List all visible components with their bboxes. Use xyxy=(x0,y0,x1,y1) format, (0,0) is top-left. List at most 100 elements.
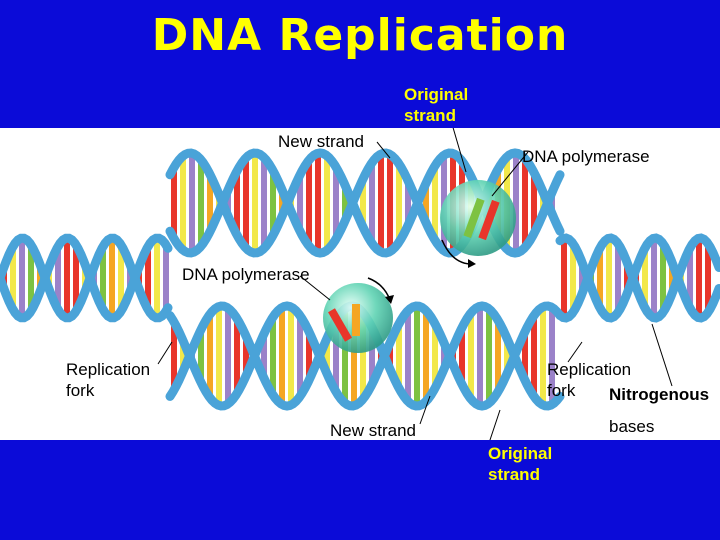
new-strand-label-top: New strand xyxy=(278,132,364,151)
base-pair xyxy=(615,243,621,313)
base-pair xyxy=(189,153,195,253)
base-pair xyxy=(64,238,70,318)
base-pair xyxy=(252,153,258,253)
dna-polymerase-middle xyxy=(323,277,394,353)
base-pair xyxy=(225,308,231,404)
base-pair xyxy=(100,246,106,310)
base-pair xyxy=(225,190,231,216)
base-pair xyxy=(333,320,339,392)
base-pair xyxy=(297,174,303,232)
label-line: Original xyxy=(488,444,553,463)
replication-fork-label-right: Replication fork xyxy=(547,359,631,401)
label-line: fork xyxy=(547,381,576,400)
label-line: Original xyxy=(404,85,469,104)
base-pair xyxy=(127,264,133,292)
base-pair xyxy=(180,340,186,372)
original-strand-label-top: Original strand xyxy=(404,84,468,126)
base-pair xyxy=(687,247,693,309)
left-parent-helix-strand-a xyxy=(0,233,173,323)
base-pair xyxy=(234,170,240,236)
label-line: Replication xyxy=(66,360,151,379)
base-pair xyxy=(387,342,393,370)
base-pair xyxy=(37,264,43,292)
base-pair xyxy=(216,306,222,406)
replication-fork-label-left: Replication fork xyxy=(66,359,150,401)
nitrogenous-base-pairs xyxy=(1,153,711,406)
base-pair xyxy=(504,338,510,374)
base-pair xyxy=(696,238,702,318)
original-strand-label-bottom: Original strand xyxy=(488,443,552,485)
base-pair xyxy=(486,308,492,404)
base-pair xyxy=(207,174,213,232)
lower-daughter-helix-strand-b xyxy=(165,301,565,411)
base-pair xyxy=(154,238,160,318)
base-pair xyxy=(207,314,213,398)
base-pair xyxy=(579,262,585,294)
base-pair xyxy=(351,306,357,406)
base-pair xyxy=(423,310,429,402)
base-pair xyxy=(387,154,393,252)
base-pair xyxy=(288,306,294,406)
base-pair xyxy=(118,244,124,312)
label-line: strand xyxy=(404,106,456,125)
dna-polymerase-label-middle: DNA polymerase xyxy=(182,265,310,284)
base-pair xyxy=(55,246,61,310)
base-pair xyxy=(306,331,312,381)
base-pair xyxy=(342,308,348,404)
base-pair xyxy=(279,307,285,405)
label-line: fork xyxy=(66,381,95,400)
base-pair xyxy=(243,157,249,249)
base-pair xyxy=(468,312,474,400)
base-pair xyxy=(306,160,312,246)
base-pair xyxy=(270,170,276,236)
base-pair xyxy=(705,243,711,313)
label-line: strand xyxy=(488,465,540,484)
upper-daughter-helix-strand-a xyxy=(165,148,565,258)
base-pair xyxy=(378,153,384,253)
leader-lines xyxy=(157,128,673,440)
base-pair xyxy=(324,338,330,374)
base-pair xyxy=(459,327,465,385)
base-pair xyxy=(405,310,411,402)
base-pair xyxy=(522,158,528,248)
base-pair xyxy=(651,238,657,318)
dna-polymerase-label-top: DNA polymerase xyxy=(522,147,650,166)
base-pair xyxy=(396,163,402,243)
base-pair xyxy=(540,306,546,406)
base-pair xyxy=(597,247,603,309)
base-pair xyxy=(297,315,303,397)
base-pair xyxy=(198,329,204,383)
base-pair xyxy=(171,167,177,239)
base-pair xyxy=(549,307,555,405)
base-pair xyxy=(432,323,438,389)
base-pair xyxy=(73,244,79,312)
nitrogenous-bases-label-line1: Nitrogenous xyxy=(609,385,710,404)
dna-replication-illustration xyxy=(0,128,720,440)
base-pair xyxy=(360,178,366,228)
right-parent-helix-strand-b xyxy=(555,233,720,323)
base-pair xyxy=(279,189,285,217)
base-pair xyxy=(28,244,34,312)
base-pair xyxy=(315,153,321,253)
base-pair xyxy=(396,323,402,389)
label-line: Replication xyxy=(547,360,632,379)
base-pair xyxy=(477,306,483,406)
base-pair xyxy=(145,246,151,310)
base-pair xyxy=(606,238,612,318)
left-parent-helix-strand-b xyxy=(0,233,173,323)
base-pair xyxy=(261,333,267,379)
base-pair xyxy=(10,246,16,310)
base-pair xyxy=(531,315,537,397)
base-pair xyxy=(163,244,169,312)
base-pair xyxy=(109,238,115,318)
base-pair xyxy=(414,306,420,406)
nitrogenous-bases-label-line2: bases xyxy=(609,417,655,436)
base-pair xyxy=(261,157,267,249)
base-pair xyxy=(531,172,537,234)
base-pair xyxy=(561,238,567,318)
base-pair xyxy=(660,243,666,313)
base-pair xyxy=(522,331,528,381)
base-pair xyxy=(171,321,177,391)
base-pair xyxy=(405,180,411,226)
page-title: DNA Replication xyxy=(151,10,569,61)
